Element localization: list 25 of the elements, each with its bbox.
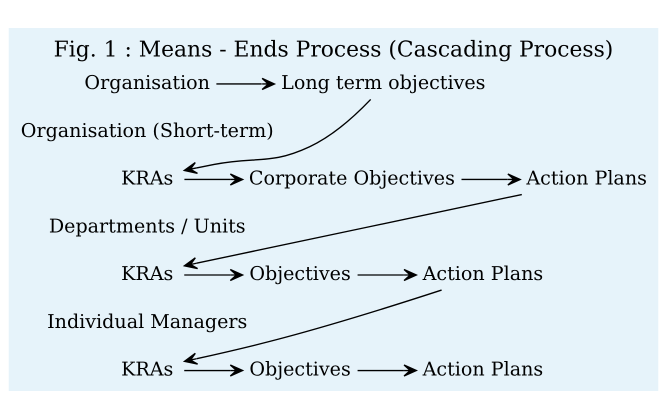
node-text: Action Plans	[422, 262, 544, 285]
diagram-title: Fig. 1 : Means - Ends Process (Cascading Process)	[54, 36, 614, 62]
node-text: Action Plans	[526, 166, 647, 190]
arrow	[358, 364, 418, 376]
node-text: Objectives	[249, 357, 351, 380]
label: Organisation (Short-term)	[20, 118, 274, 142]
arrow	[462, 172, 521, 186]
node-text: Long term objectives	[281, 70, 486, 94]
arrow	[358, 268, 418, 281]
node-text: KRAs	[121, 166, 174, 190]
node-text: Action Plans	[422, 357, 544, 380]
arrow	[184, 172, 244, 186]
node-text: KRAs	[121, 262, 174, 285]
node-text: Objectives	[249, 262, 351, 285]
node-text: Corporate Objectives	[248, 166, 455, 190]
arrow	[216, 77, 276, 90]
arrow	[184, 193, 522, 269]
label: Individual Managers	[47, 309, 248, 332]
node-text: Organisation	[84, 70, 210, 94]
arrow	[184, 288, 442, 364]
arrow	[184, 364, 244, 376]
label: Departments / Units	[48, 214, 246, 237]
node-text: KRAs	[121, 357, 174, 380]
arrow	[184, 268, 244, 281]
arrow	[184, 98, 372, 174]
